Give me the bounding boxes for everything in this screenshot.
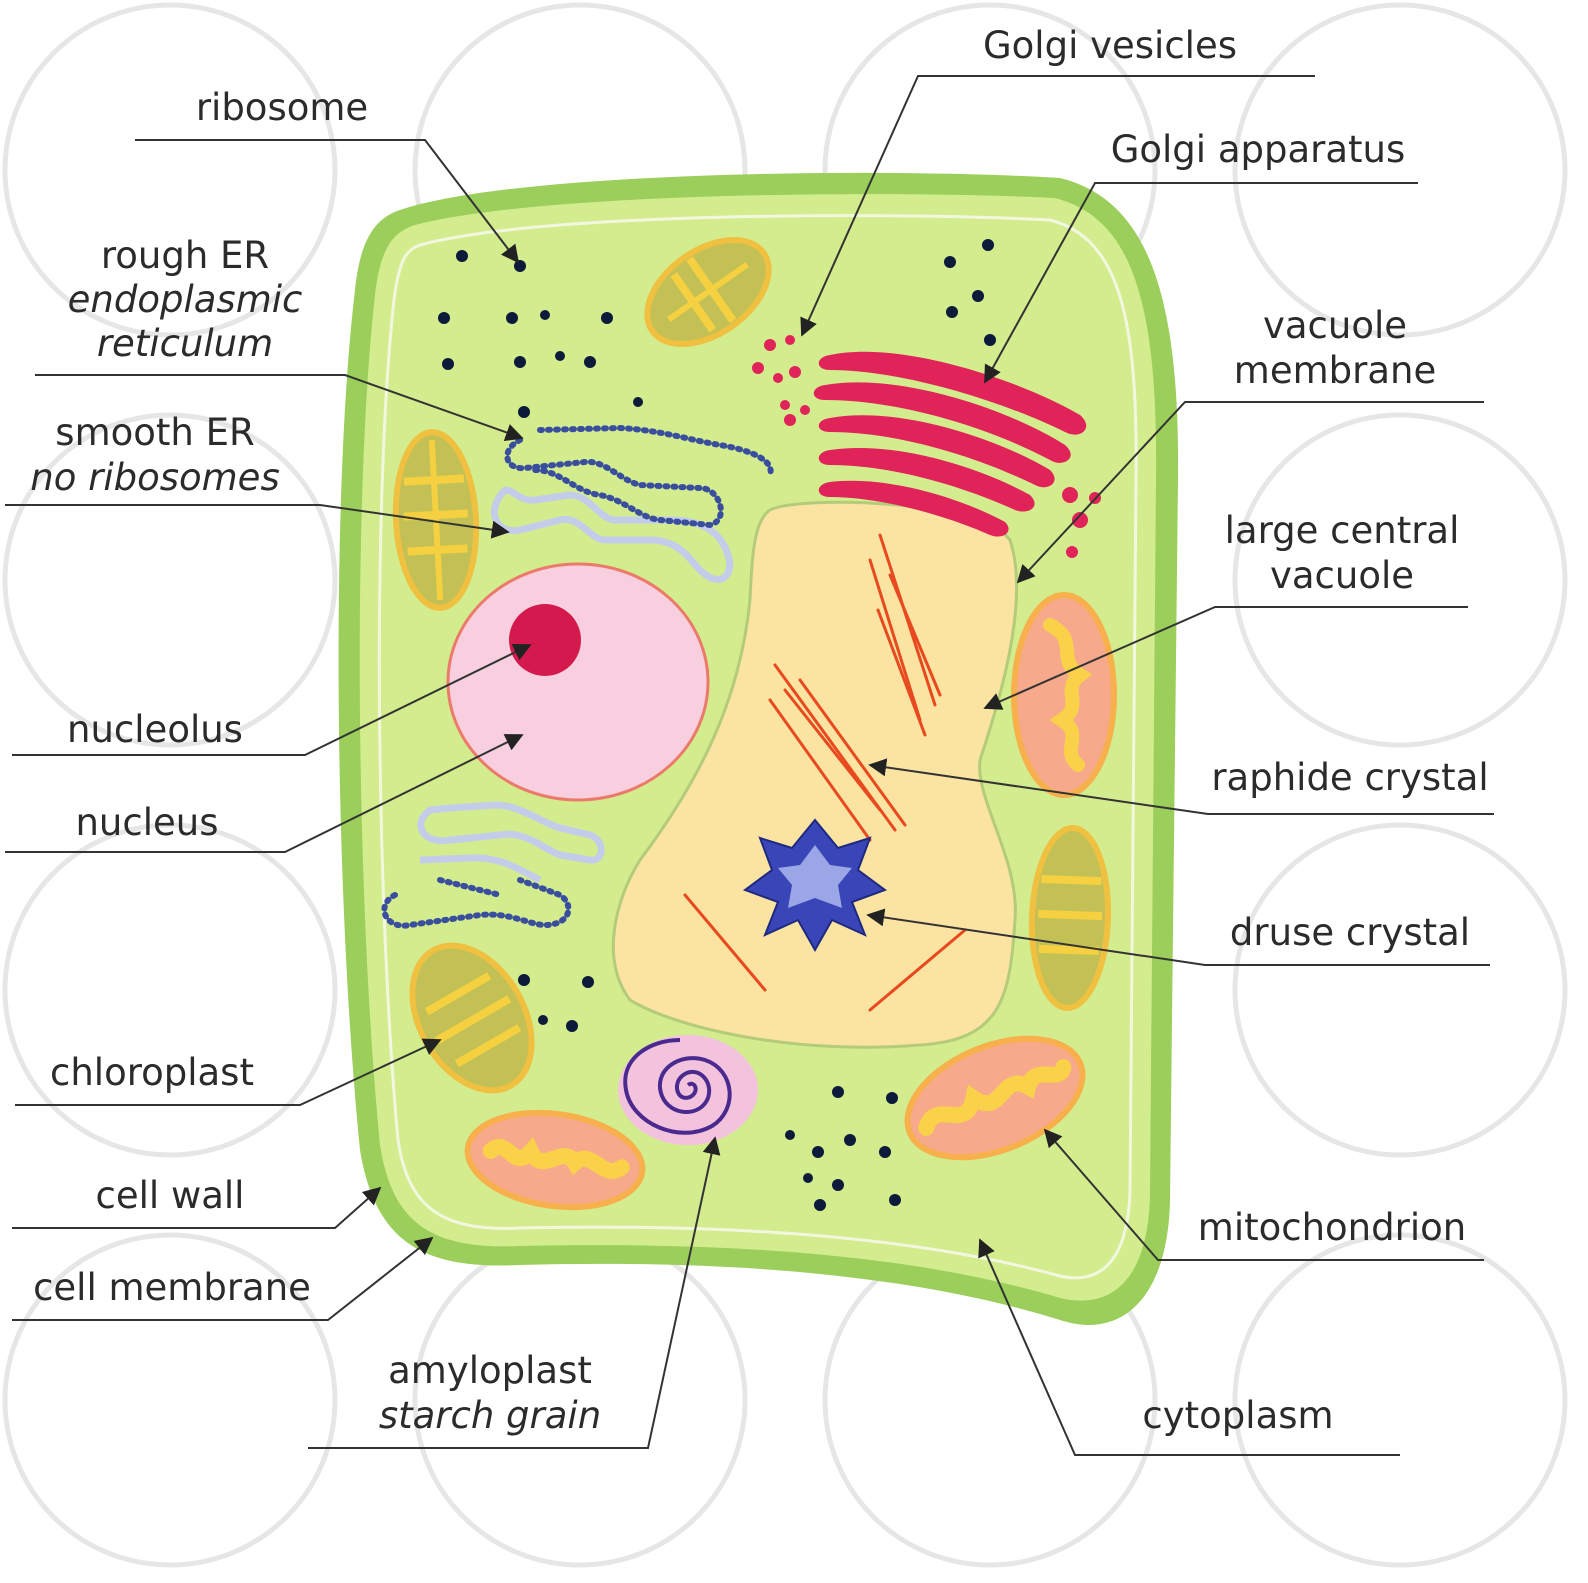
nucleolus-label: nucleolus [67,708,243,751]
label-central-vacuole: large central vacuole [983,509,1468,710]
label-cell-wall: cell wall [12,1174,382,1229]
mitochondrion-label: mitochondrion [1198,1206,1466,1249]
cell-membrane-line [377,214,1138,1280]
nucleus-shape [446,562,710,802]
amyloplast-label: amyloplast [388,1349,592,1392]
label-nucleus: nucleus [5,734,524,853]
amyloplast-label-line2: starch grain [379,1394,601,1437]
golgi-apparatus-shape [813,351,1087,537]
label-vacuole-membrane: vacuole membrane [1016,304,1484,584]
label-cytoplasm: cytoplasm [978,1238,1400,1456]
rough-er-label: rough ER [101,234,269,277]
cytoplasm-label: cytoplasm [1142,1394,1333,1437]
nucleolus-shape [509,604,581,676]
label-raphide-crystal: raphide crystal [868,756,1494,815]
ribosome-label: ribosome [196,86,368,129]
druse-crystal-label: druse crystal [1230,911,1470,954]
chloroplasts [392,236,1112,1094]
label-mitochondrion: mitochondrion [1043,1128,1484,1261]
vacuole-membrane-label-line2: membrane [1234,349,1436,392]
raphide-crystal-label: raphide crystal [1211,756,1488,799]
nucleus-label: nucleus [75,801,218,844]
smooth-er-label-line2: no ribosomes [30,456,279,499]
central-vacuole-label: large central [1225,509,1460,552]
mitochondria [464,592,1117,1211]
label-druse-crystal: druse crystal [866,908,1490,966]
label-nucleolus: nucleolus [12,644,532,756]
smooth-er-label: smooth ER [55,411,254,454]
rough-er-label-line3: reticulum [97,322,273,365]
cell-membrane-label: cell membrane [33,1266,311,1309]
smooth-er-lower [417,801,605,884]
golgi-apparatus-label: Golgi apparatus [1111,128,1406,171]
raphide-crystals [683,533,967,1012]
label-smooth-er: smooth ER no ribosomes [5,411,510,539]
rough-er-lower [381,877,572,929]
central-vacuole-label-line2: vacuole [1270,554,1414,597]
label-rough-er: rough ER endoplasmic reticulum [35,234,524,442]
ribosomes [438,239,996,1211]
label-amyloplast: amyloplast starch grain [308,1136,721,1449]
chloroplast-label: chloroplast [50,1051,254,1094]
cell-wall-label: cell wall [96,1174,245,1217]
label-cell-membrane: cell membrane [12,1236,434,1321]
smooth-er-upper [490,486,734,583]
rough-er-upper [504,424,774,529]
amyloplast-shape [618,1035,758,1145]
golgi-vesicles-label: Golgi vesicles [983,24,1237,67]
vacuole-membrane-label: vacuole [1263,304,1407,347]
label-chloroplast: chloroplast [15,1038,442,1106]
label-golgi-vesicles: Golgi vesicles [800,24,1315,337]
label-golgi-apparatus: Golgi apparatus [984,128,1418,384]
label-ribosome: ribosome [135,86,520,264]
rough-er-label-line2: endoplasmic [68,278,303,321]
